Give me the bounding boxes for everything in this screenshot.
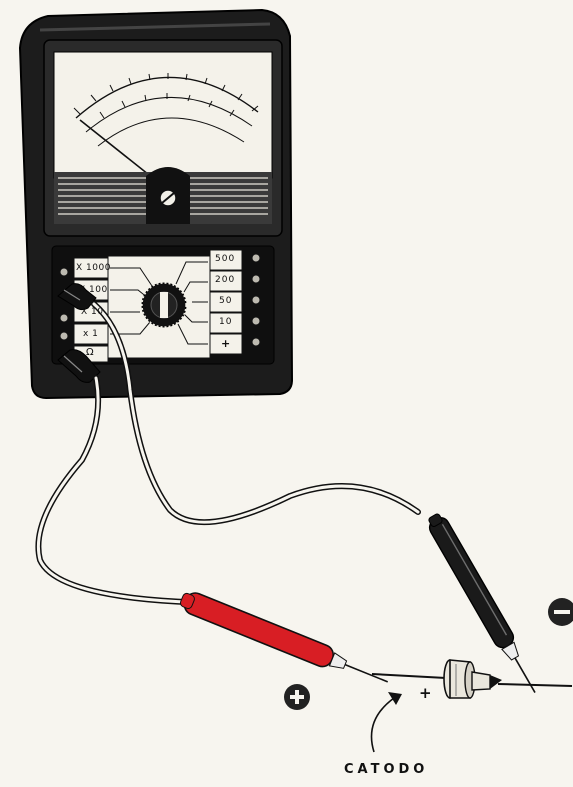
jack-right-50[interactable]: [252, 296, 260, 304]
jack-left-1[interactable]: [60, 268, 68, 276]
diode: [372, 660, 572, 698]
range-label-x10: X 10: [81, 307, 103, 317]
range-label-200: 200: [215, 275, 235, 285]
range-label-500: 500: [215, 254, 235, 264]
range-label-ohm: Ω: [86, 347, 94, 358]
probe-negative[interactable]: [424, 511, 543, 698]
jack-right-500[interactable]: [252, 254, 260, 262]
diode-lead-anode: [372, 674, 446, 678]
range-label-x100: X 100: [79, 285, 108, 295]
jack-left-5[interactable]: [60, 332, 68, 340]
range-label-x1: x 1: [83, 329, 98, 339]
range-label-x1000: X 1000: [76, 263, 111, 273]
range-label-plus: +: [221, 337, 231, 350]
jack-right-200[interactable]: [252, 275, 260, 283]
cathode-label: CATODO: [344, 762, 428, 777]
multimeter: [20, 10, 292, 398]
cathode-pointer-arrow: [372, 698, 395, 752]
probe-positive[interactable]: [178, 589, 392, 693]
jack-left-4[interactable]: [60, 314, 68, 322]
jack-right-plus[interactable]: [252, 338, 260, 346]
range-label-50: 50: [219, 296, 232, 306]
range-label-10: 10: [219, 317, 232, 327]
diode-plus-mark: +: [419, 684, 432, 702]
jack-right-10[interactable]: [252, 317, 260, 325]
positive-symbol: +: [284, 684, 310, 710]
dial-face: [54, 52, 272, 178]
diode-lead-cathode: [498, 684, 572, 686]
negative-symbol: −: [548, 598, 573, 626]
